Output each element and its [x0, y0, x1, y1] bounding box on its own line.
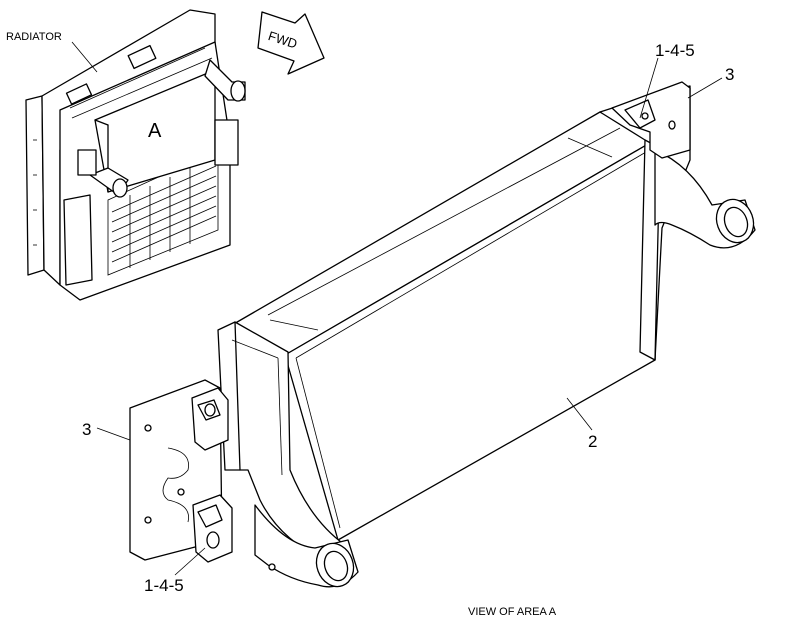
radiator-label: RADIATOR [6, 31, 62, 43]
callout-leaders [96, 57, 723, 576]
callout-1-4-5-bottom: 1-4-5 [144, 576, 184, 595]
right-mounting-bracket [611, 81, 691, 159]
callout-3-top: 3 [725, 65, 734, 84]
callout-1-4-5-top: 1-4-5 [655, 41, 695, 60]
left-outlet-pipe [254, 504, 359, 588]
left-mounting-bracket [129, 379, 233, 563]
view-caption: VIEW OF AREA A [468, 606, 557, 618]
area-a-label: A [148, 120, 162, 142]
right-outlet-pipe [654, 149, 756, 249]
aftercooler-core [231, 85, 691, 541]
callout-2: 2 [588, 432, 597, 451]
callout-3-left: 3 [82, 420, 91, 439]
fwd-arrow-icon: FWD [257, 11, 325, 75]
radiator-overview-inset: RADIATOR A [6, 9, 246, 301]
